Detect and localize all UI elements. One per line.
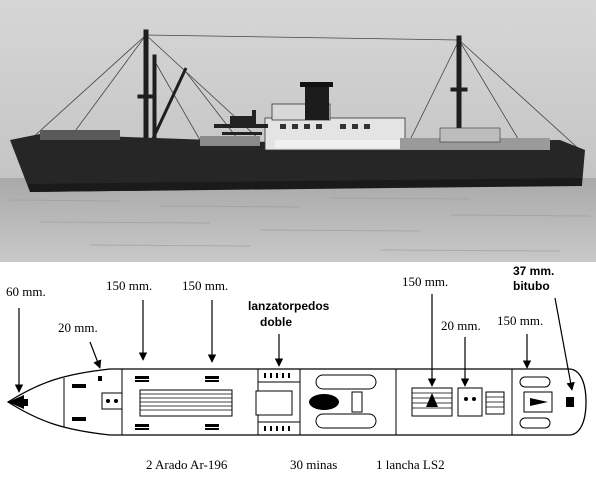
label-torpedo-line1: lanzatorpedos <box>248 299 330 313</box>
sea <box>0 178 596 262</box>
label-boat: 1 lancha LS2 <box>376 457 445 472</box>
label-mines: 30 minas <box>290 457 337 472</box>
label-20mm-forward: 20 mm. <box>58 320 98 335</box>
callout-arrows <box>14 294 575 393</box>
forward-deck <box>98 376 233 430</box>
rigging <box>29 34 581 151</box>
label-150mm-forward-a: 150 mm. <box>106 278 152 293</box>
label-150mm-aft-b: 150 mm. <box>497 313 543 328</box>
label-60mm-bow: 60 mm. <box>6 284 46 299</box>
ship-photo <box>0 0 596 262</box>
hull-waterline <box>28 178 582 192</box>
seaplane <box>214 110 268 135</box>
label-150mm-forward-b: 150 mm. <box>182 278 228 293</box>
bridge-deck <box>255 373 301 431</box>
label-37mm-line2: bitubo <box>513 279 550 293</box>
midships <box>309 374 377 429</box>
stern-deck <box>519 376 574 429</box>
sea-ripples <box>9 197 591 252</box>
superstructure <box>40 82 550 151</box>
ship-deck-plan: 60 mm. 20 mm. 150 mm. 150 mm. lanzatorpe… <box>0 262 596 489</box>
label-aircraft: 2 Arado Ar-196 <box>146 457 228 472</box>
aft-deck <box>411 387 505 417</box>
label-37mm-line1: 37 mm. <box>513 264 554 278</box>
label-150mm-aft-a: 150 mm. <box>402 274 448 289</box>
bow-fittings <box>22 384 123 421</box>
label-20mm-aft: 20 mm. <box>441 318 481 333</box>
label-torpedo-line2: doble <box>260 315 292 329</box>
bow-tip <box>8 395 24 409</box>
